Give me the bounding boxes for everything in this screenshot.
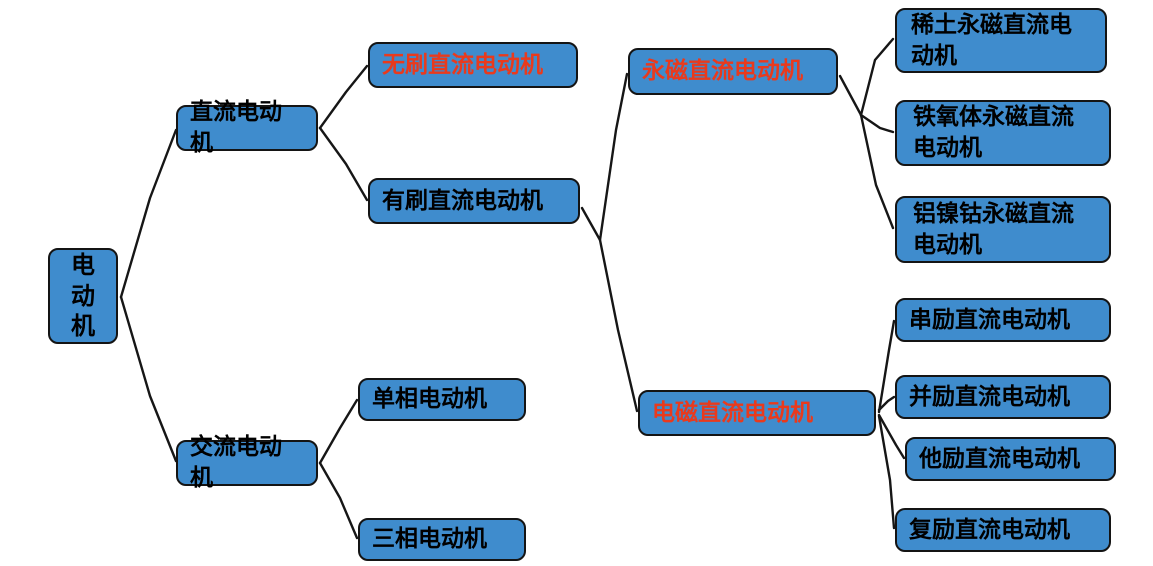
connector-ac-single — [318, 398, 359, 465]
connector-pm-ferrite — [859, 113, 895, 134]
connector-em-series — [877, 319, 896, 414]
node-dc-motor: 直流电动机 — [176, 99, 318, 156]
node-shunt-wound-dc-motor: 并励直流电动机 — [895, 375, 1111, 419]
connector-brushed-pm — [580, 72, 629, 242]
connector-root-dc — [119, 128, 178, 299]
connector-brushed-em — [598, 238, 639, 413]
node-label: 永磁直流电动机 — [642, 58, 803, 85]
node-separately-excited-dc-motor: 他励直流电动机 — [905, 437, 1116, 481]
connector-em-compound — [877, 414, 896, 530]
node-label: 他励直流电动机 — [919, 445, 1080, 472]
connector-pm-alnico — [859, 113, 895, 230]
node-brushless-dc-motor: 无刷直流电动机 — [368, 42, 578, 88]
connector-pm-rare — [859, 37, 895, 117]
connector-root-ac — [119, 295, 178, 463]
node-brushed-dc-motor: 有刷直流电动机 — [368, 178, 580, 224]
node-label: 稀土永磁直流电动机 — [911, 11, 1072, 69]
node-label: 有刷直流电动机 — [382, 187, 543, 214]
node-alnico-pm-dc-motor: 铝镍钴永磁直流电动机 — [895, 196, 1111, 263]
node-label: 三相电动机 — [372, 526, 487, 553]
node-label: 电动机 — [71, 250, 95, 341]
node-label: 交流电动机 — [190, 434, 282, 491]
node-label: 并励直流电动机 — [909, 383, 1070, 410]
node-label: 无刷直流电动机 — [382, 51, 543, 78]
node-motor: 电动机 — [48, 248, 118, 344]
node-label: 直流电动机 — [190, 99, 282, 156]
node-label: 铁氧体永磁直流电动机 — [913, 104, 1074, 161]
node-ferrite-pm-dc-motor: 铁氧体永磁直流电动机 — [895, 100, 1111, 166]
node-compound-wound-dc-motor: 复励直流电动机 — [895, 508, 1111, 552]
node-three-phase-motor: 三相电动机 — [358, 518, 526, 561]
connector-dc-brushless — [318, 64, 369, 130]
connector-pm-stub — [838, 74, 863, 117]
node-label: 串励直流电动机 — [909, 306, 1070, 333]
node-series-wound-dc-motor: 串励直流电动机 — [895, 298, 1111, 342]
node-label: 电磁直流电动机 — [652, 399, 813, 426]
node-electromagnetic-dc-motor: 电磁直流电动机 — [638, 390, 876, 436]
node-ac-motor: 交流电动机 — [176, 434, 318, 491]
node-label: 复励直流电动机 — [909, 516, 1070, 543]
node-rare-earth-pm-dc-motor: 稀土永磁直流电动机 — [895, 8, 1107, 73]
node-single-phase-motor: 单相电动机 — [358, 378, 526, 421]
connector-ac-three — [318, 461, 359, 540]
connector-dc-brushed — [318, 126, 369, 202]
connector-em-separate — [877, 413, 906, 460]
connector-em-shunt — [877, 395, 896, 412]
node-label: 单相电动机 — [372, 386, 487, 413]
node-label: 铝镍钴永磁直流电动机 — [913, 200, 1074, 258]
node-permanent-magnet-dc-motor: 永磁直流电动机 — [628, 48, 838, 95]
